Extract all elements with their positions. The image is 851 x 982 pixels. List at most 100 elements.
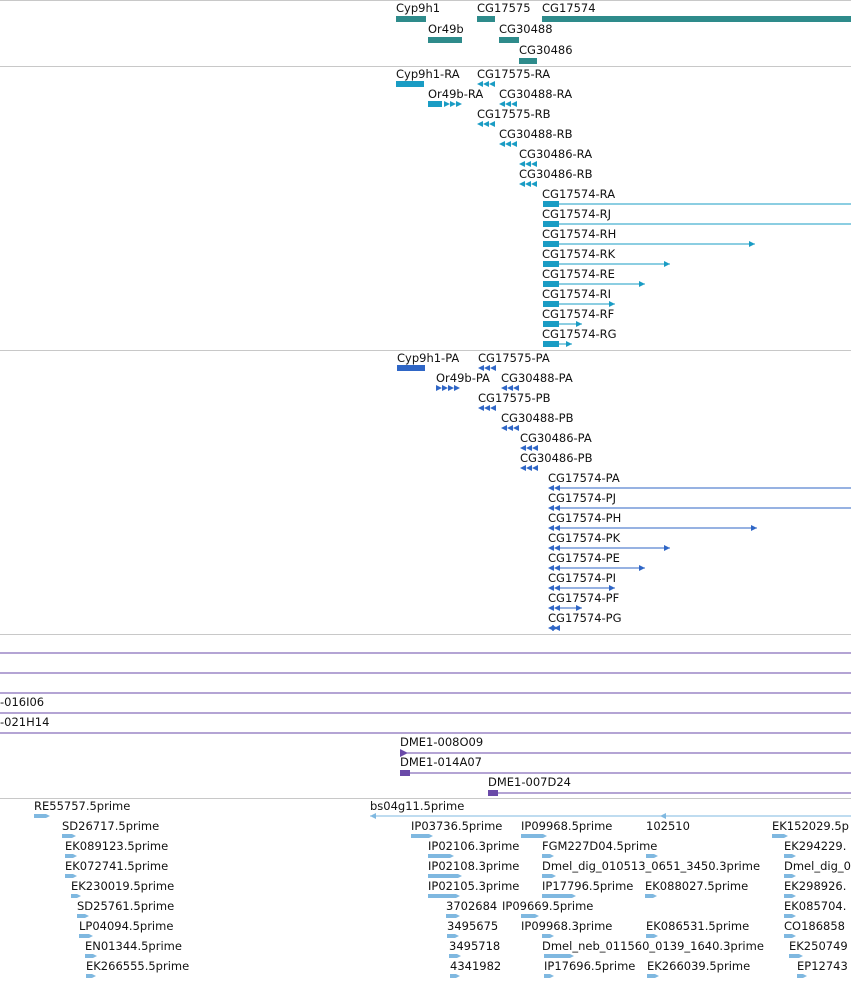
est-label[interactable]: IP02108.3prime: [428, 859, 520, 873]
transcript-label[interactable]: Or49b-RA: [428, 87, 484, 101]
est-glyph[interactable]: [542, 874, 552, 878]
est-label[interactable]: EK250749: [789, 939, 848, 953]
protein-label[interactable]: CG30488-PA: [501, 371, 573, 385]
est-label[interactable]: IP09968.3prime: [521, 919, 613, 933]
clone-label[interactable]: -021H14: [0, 715, 50, 729]
est-glyph[interactable]: [79, 934, 89, 938]
est-glyph[interactable]: [450, 974, 456, 978]
est-glyph[interactable]: [71, 894, 77, 898]
est-label[interactable]: EK086531.5prime: [646, 919, 750, 933]
transcript-label[interactable]: CG17574-RH: [542, 227, 617, 241]
transcript-label[interactable]: CG17574-RG: [542, 327, 617, 341]
feature-glyph[interactable]: [396, 81, 424, 87]
est-label[interactable]: EK266039.5prime: [647, 959, 751, 973]
est-label[interactable]: EP12743: [797, 959, 848, 973]
est-label[interactable]: LP04094.5prime: [79, 919, 174, 933]
est-glyph[interactable]: [542, 854, 550, 858]
est-glyph[interactable]: [65, 874, 73, 878]
est-glyph[interactable]: [542, 894, 572, 898]
est-glyph[interactable]: [428, 854, 450, 858]
feature-glyph[interactable]: [543, 241, 559, 247]
est-glyph[interactable]: [784, 934, 792, 938]
est-glyph[interactable]: [411, 834, 429, 838]
est-glyph[interactable]: [446, 914, 456, 918]
protein-label[interactable]: CG30486-PA: [520, 431, 592, 445]
protein-label[interactable]: Or49b-PA: [436, 371, 490, 385]
clone-label[interactable]: -016I06: [0, 695, 45, 709]
protein-label[interactable]: CG17574-PI: [548, 571, 617, 585]
est-glyph[interactable]: [784, 914, 792, 918]
est-label[interactable]: EK298926.: [784, 879, 847, 893]
est-label[interactable]: EK230019.5prime: [71, 879, 175, 893]
est-label[interactable]: SD26717.5prime: [62, 819, 160, 833]
est-glyph[interactable]: [428, 874, 458, 878]
est-glyph[interactable]: [784, 874, 792, 878]
est-glyph[interactable]: [646, 854, 654, 858]
gene-glyph[interactable]: [428, 37, 462, 43]
est-glyph[interactable]: [647, 974, 655, 978]
est-glyph[interactable]: [544, 954, 570, 958]
est-label[interactable]: EK088027.5prime: [645, 879, 749, 893]
protein-label[interactable]: CG30486-PB: [520, 451, 593, 465]
gene-label[interactable]: CG17574: [542, 1, 596, 15]
est-label[interactable]: 3702684: [446, 899, 498, 913]
transcript-label[interactable]: CG17574-RF: [542, 307, 615, 321]
est-label[interactable]: IP03736.5prime: [411, 819, 503, 833]
protein-label[interactable]: CG30488-PB: [501, 411, 574, 425]
est-label[interactable]: EK085704.: [784, 899, 847, 913]
est-label[interactable]: Dmel_neb_011560_0139_1640.3prime: [542, 939, 764, 953]
feature-glyph[interactable]: [543, 341, 559, 347]
transcript-label[interactable]: CG30486-RB: [519, 167, 593, 181]
transcript-label[interactable]: CG17574-RI: [542, 287, 612, 301]
protein-label[interactable]: Cyp9h1-PA: [397, 351, 460, 365]
transcript-label[interactable]: Cyp9h1-RA: [396, 67, 460, 81]
transcript-label[interactable]: CG17574-RE: [542, 267, 615, 281]
est-glyph[interactable]: [784, 854, 792, 858]
clone-label[interactable]: DME1-014A07: [400, 755, 482, 769]
transcript-label[interactable]: CG17574-RJ: [542, 207, 612, 221]
est-glyph[interactable]: [86, 974, 92, 978]
est-label[interactable]: SD25761.5prime: [77, 899, 175, 913]
protein-label[interactable]: CG17574-PK: [548, 531, 621, 545]
gene-glyph[interactable]: [519, 58, 537, 64]
est-label[interactable]: EK072741.5prime: [65, 859, 169, 873]
est-glyph[interactable]: [428, 894, 456, 898]
feature-glyph[interactable]: [543, 281, 559, 287]
gene-glyph[interactable]: [499, 37, 519, 43]
est-label[interactable]: bs04g11.5prime: [370, 799, 465, 813]
est-label[interactable]: CO186858: [784, 919, 845, 933]
transcript-label[interactable]: CG17575-RA: [477, 67, 551, 81]
transcript-label[interactable]: CG30486-RA: [519, 147, 593, 161]
protein-label[interactable]: CG17574-PG: [548, 611, 622, 625]
gene-glyph[interactable]: [396, 16, 426, 22]
est-label[interactable]: FGM227D04.5prime: [542, 839, 658, 853]
feature-glyph[interactable]: [543, 301, 559, 307]
clone-label[interactable]: DME1-007D24: [488, 775, 571, 789]
feature-glyph[interactable]: [397, 365, 425, 371]
feature-glyph[interactable]: [543, 201, 559, 207]
est-glyph[interactable]: [789, 954, 799, 958]
est-label[interactable]: Dmel_dig_0: [784, 859, 851, 873]
est-label[interactable]: EK266555.5prime: [86, 959, 190, 973]
protein-label[interactable]: CG17574-PJ: [548, 491, 617, 505]
est-label[interactable]: EK089123.5prime: [65, 839, 169, 853]
feature-glyph[interactable]: [428, 101, 442, 107]
est-glyph[interactable]: [521, 834, 543, 838]
est-label[interactable]: RE55757.5prime: [34, 799, 131, 813]
est-label[interactable]: EK152029.5p: [772, 819, 849, 833]
est-glyph[interactable]: [85, 954, 93, 958]
protein-label[interactable]: CG17574-PF: [548, 591, 620, 605]
feature-glyph[interactable]: [543, 221, 559, 227]
transcript-label[interactable]: CG17574-RA: [542, 187, 616, 201]
clone-label[interactable]: DME1-008O09: [400, 735, 484, 749]
est-glyph[interactable]: [449, 954, 457, 958]
clone-end[interactable]: [488, 790, 498, 796]
transcript-label[interactable]: CG30488-RA: [499, 87, 573, 101]
est-glyph[interactable]: [62, 834, 72, 838]
protein-label[interactable]: CG17574-PE: [548, 551, 620, 565]
est-label[interactable]: EN01344.5prime: [85, 939, 182, 953]
protein-label[interactable]: CG17575-PA: [478, 351, 550, 365]
est-glyph[interactable]: [77, 914, 85, 918]
est-glyph[interactable]: [646, 934, 654, 938]
